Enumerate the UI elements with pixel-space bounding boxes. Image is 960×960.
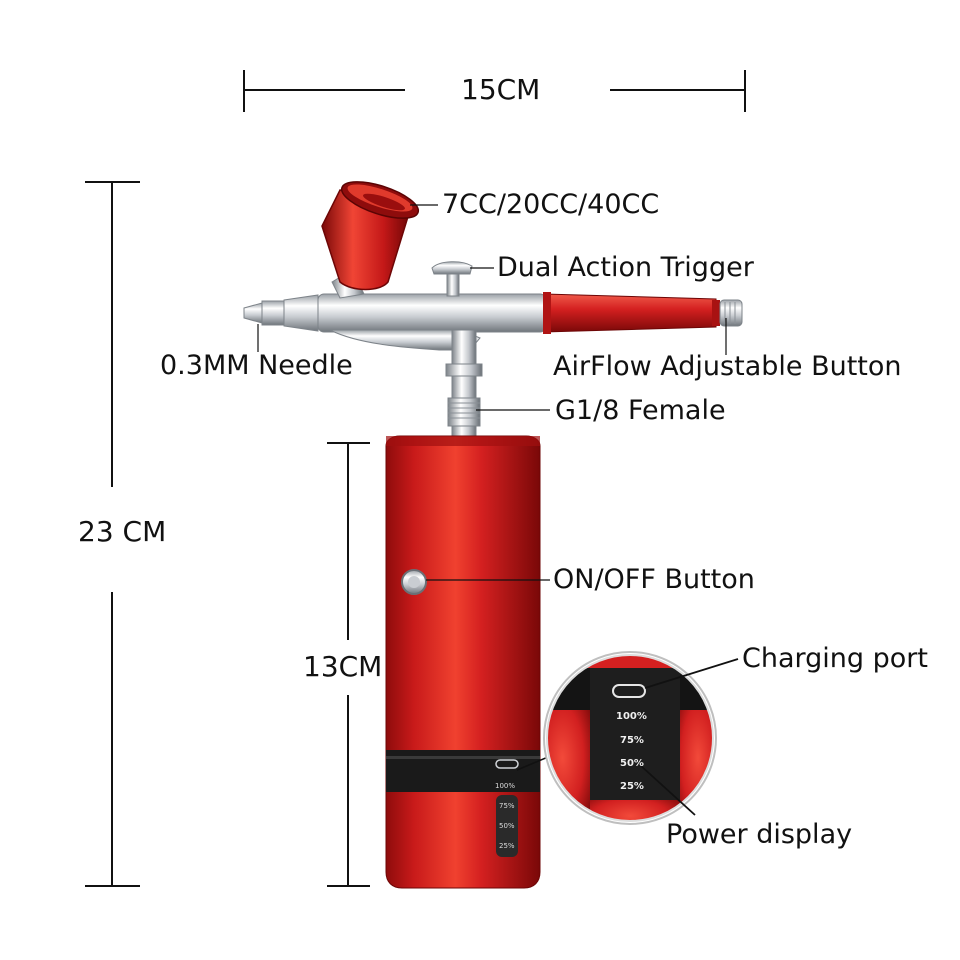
zoom-level-50: 50%: [620, 758, 644, 769]
width-label: 15CM: [461, 73, 541, 106]
airbrush-gun: [243, 181, 743, 443]
body-level-100: 100%: [495, 782, 515, 790]
zoom-level-25: 25%: [620, 781, 644, 792]
body-level-75: 75%: [499, 802, 515, 810]
needle-label: 0.3MM Needle: [160, 350, 353, 381]
body-level-50: 50%: [499, 822, 515, 830]
height-label: 23 CM: [78, 515, 167, 548]
charging-port-label: Charging port: [742, 643, 928, 674]
body-level-25: 25%: [499, 842, 515, 850]
zoom-detail: [543, 651, 717, 825]
trigger-label: Dual Action Trigger: [497, 252, 754, 283]
compressor-body: [385, 435, 541, 889]
airflow-label: AirFlow Adjustable Button: [553, 351, 902, 382]
height-dimension: [85, 181, 140, 887]
charging-port-icon: [612, 684, 646, 698]
trigger: [431, 261, 473, 297]
color-cup: [321, 181, 420, 291]
connector-label: G1/8 Female: [555, 395, 726, 426]
body-height-label: 13CM: [303, 650, 383, 683]
body-dimension: [327, 442, 370, 887]
width-dimension: [243, 70, 746, 112]
power-button-label: ON/OFF Button: [553, 564, 755, 595]
zoom-level-100: 100%: [616, 711, 647, 722]
cup-capacity-label: 7CC/20CC/40CC: [442, 189, 660, 220]
power-display-label: Power display: [666, 819, 853, 850]
zoom-level-75: 75%: [620, 735, 644, 746]
